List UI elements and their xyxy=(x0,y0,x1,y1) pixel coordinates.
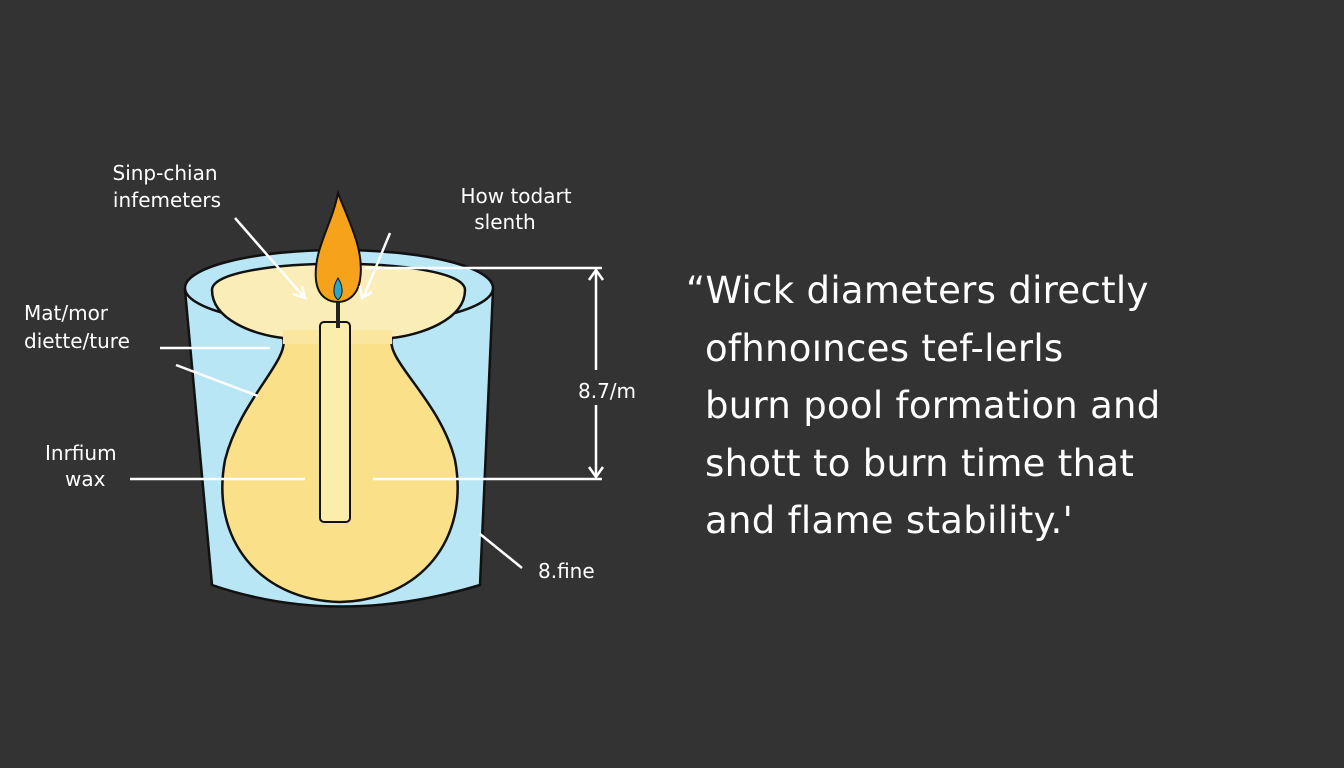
label-top-left-1: Sinp-chian xyxy=(113,161,218,185)
arrow-top-right xyxy=(362,232,392,297)
label-bottom-right: 8.fine xyxy=(538,559,595,583)
quote-line: ofhnoınces tef-lerls xyxy=(705,326,1064,370)
label-mid-left-1: Mat/mor xyxy=(24,301,109,325)
arrowhead-top-right xyxy=(358,285,373,301)
label-top-right-1: How todart xyxy=(460,184,571,208)
arrow-top-left xyxy=(234,217,304,297)
label-top-left-2: infemeters xyxy=(113,188,221,212)
quote-line: shott to burn time that xyxy=(705,441,1135,485)
wick-candle xyxy=(319,321,351,523)
leader-bottom-right xyxy=(479,533,523,569)
label-wax-2: wax xyxy=(65,467,106,491)
leader-mid-left-2 xyxy=(175,363,259,398)
label-top-right-2: slenth xyxy=(474,210,535,234)
flame-core xyxy=(333,277,343,301)
label-dimension: 8.7/m xyxy=(578,379,636,403)
dimension-arrow-down xyxy=(587,466,605,480)
quote-line: and flame stability.' xyxy=(705,499,1074,542)
quote-text: “Wick diameters directly ofhnoınces tef-… xyxy=(686,262,1161,550)
flame-icon xyxy=(314,189,362,304)
arrowhead-top-left xyxy=(292,285,307,300)
label-wax-1: Inrfium xyxy=(45,441,117,465)
quote-line: burn pool formation and xyxy=(705,384,1161,427)
label-mid-left-2: diette/ture xyxy=(24,329,130,353)
quote-line: “Wick diameters directly xyxy=(686,269,1149,312)
dimension-arrow-up xyxy=(587,267,605,281)
